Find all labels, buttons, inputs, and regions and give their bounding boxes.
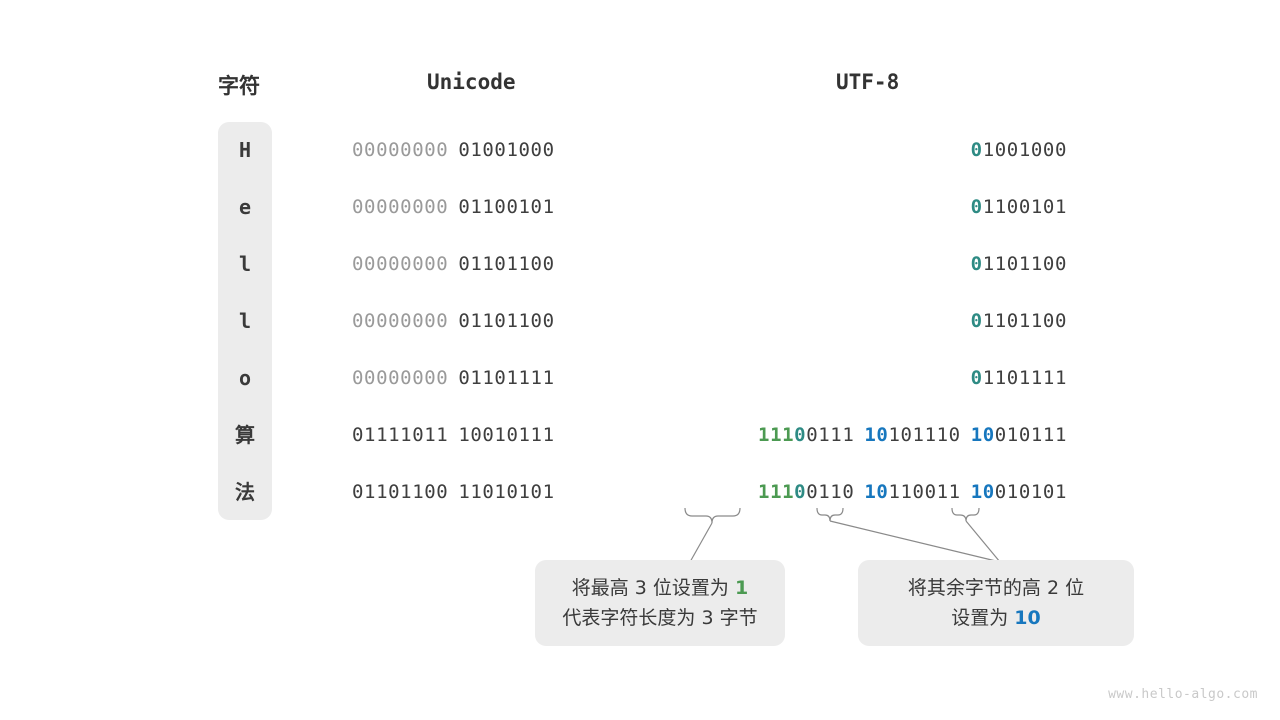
utf8-byte-payload: 010111 xyxy=(994,424,1067,446)
unicode-low-byte: 01001000 xyxy=(458,139,555,161)
unicode-low-byte: 11010101 xyxy=(458,481,555,503)
utf8-byte: 01001000 xyxy=(971,139,1067,161)
utf8-byte: 11100111 xyxy=(758,424,854,446)
unicode-bits: 01101100 11010101 xyxy=(352,480,555,504)
unicode-bits: 01111011 10010111 xyxy=(352,423,555,447)
unicode-high-byte: 00000000 xyxy=(352,139,449,161)
utf8-byte-marker: 0 xyxy=(970,253,983,275)
utf8-byte-marker: 111 xyxy=(758,481,795,503)
character-cell: o xyxy=(238,366,252,390)
annotation-text: 设置为 xyxy=(951,607,1015,629)
character-cell: 法 xyxy=(235,480,255,504)
utf8-byte-payload: 1101100 xyxy=(982,310,1067,332)
character-cell: l xyxy=(238,252,252,276)
utf8-byte: 01101111 xyxy=(971,367,1067,389)
unicode-low-byte: 01101111 xyxy=(458,367,555,389)
unicode-bits: 00000000 01100101 xyxy=(352,195,555,219)
column-header-character: 字符 xyxy=(218,74,260,98)
utf8-byte-marker: 10 xyxy=(970,424,995,446)
utf8-byte: 10110011 xyxy=(864,481,960,503)
utf8-byte-marker: 10 xyxy=(864,424,889,446)
utf8-byte-marker: 0 xyxy=(970,196,983,218)
utf8-byte: 10010101 xyxy=(971,481,1067,503)
annotation-line-2: 代表字符长度为 3 字节 xyxy=(562,603,757,633)
annotation-text: 将其余字节的高 2 位 xyxy=(907,577,1085,599)
annotation-line-1: 将最高 3 位设置为 1 xyxy=(572,573,748,603)
unicode-low-byte: 01101100 xyxy=(458,253,555,275)
utf8-byte-marker-tail: 0 xyxy=(794,424,807,446)
utf8-byte: 01101100 xyxy=(971,310,1067,332)
utf8-byte: 01101100 xyxy=(971,253,1067,275)
utf8-byte-payload: 1001000 xyxy=(982,139,1067,161)
unicode-low-byte: 01101100 xyxy=(458,310,555,332)
utf8-byte-payload: 0110 xyxy=(806,481,855,503)
unicode-high-byte: 01111011 xyxy=(352,424,449,446)
annotation-line-1: 将其余字节的高 2 位 xyxy=(908,573,1084,603)
utf8-byte-marker: 10 xyxy=(864,481,889,503)
annotation-box-continuation-bits: 将其余字节的高 2 位 设置为 10 xyxy=(858,560,1134,646)
character-cell: e xyxy=(238,195,252,219)
utf8-byte-marker: 0 xyxy=(970,310,983,332)
utf8-byte: 01100101 xyxy=(971,196,1067,218)
unicode-bits: 00000000 01001000 xyxy=(352,138,555,162)
utf8-bits: 01001000 xyxy=(971,138,1067,162)
annotation-box-leading-bits: 将最高 3 位设置为 1 代表字符长度为 3 字节 xyxy=(535,560,785,646)
utf8-bits: 01101111 xyxy=(971,366,1067,390)
unicode-high-byte: 01101100 xyxy=(352,481,449,503)
character-cell: l xyxy=(238,309,252,333)
unicode-high-byte: 00000000 xyxy=(352,310,449,332)
unicode-high-byte: 00000000 xyxy=(352,367,449,389)
character-cell: H xyxy=(238,138,252,162)
utf8-bits: 01101100 xyxy=(971,309,1067,333)
utf8-byte-payload: 101110 xyxy=(888,424,961,446)
unicode-low-byte: 01100101 xyxy=(458,196,555,218)
utf8-byte-payload: 110011 xyxy=(888,481,961,503)
column-header-unicode: Unicode xyxy=(427,70,516,94)
annotation-text: 代表字符长度为 3 字节 xyxy=(562,607,758,629)
utf8-byte: 11100110 xyxy=(758,481,854,503)
unicode-bits: 00000000 01101100 xyxy=(352,309,555,333)
utf8-byte-marker: 0 xyxy=(970,367,983,389)
utf8-byte: 10101110 xyxy=(864,424,960,446)
unicode-high-byte: 00000000 xyxy=(352,196,449,218)
utf8-byte-marker: 10 xyxy=(970,481,995,503)
site-watermark: www.hello-algo.com xyxy=(1108,687,1258,702)
utf8-byte-payload: 1101100 xyxy=(982,253,1067,275)
annotation-highlight: 10 xyxy=(1014,607,1041,629)
character-cell: 算 xyxy=(235,423,255,447)
utf8-byte-payload: 010101 xyxy=(994,481,1067,503)
column-header-utf8: UTF-8 xyxy=(836,70,900,94)
annotation-text: 将最高 3 位设置为 xyxy=(571,577,735,599)
unicode-low-byte: 10010111 xyxy=(458,424,555,446)
utf8-byte-marker-tail: 0 xyxy=(794,481,807,503)
unicode-bits: 00000000 01101100 xyxy=(352,252,555,276)
utf8-byte-payload: 1101111 xyxy=(982,367,1067,389)
utf8-byte-payload: 1100101 xyxy=(982,196,1067,218)
utf8-byte: 10010111 xyxy=(971,424,1067,446)
utf8-byte-marker: 0 xyxy=(970,139,983,161)
annotation-line-2: 设置为 10 xyxy=(951,603,1041,633)
utf8-byte-marker: 111 xyxy=(758,424,795,446)
annotation-highlight: 1 xyxy=(734,577,749,599)
unicode-bits: 00000000 01101111 xyxy=(352,366,555,390)
utf8-bits: 01101100 xyxy=(971,252,1067,276)
utf8-bits: 01100101 xyxy=(971,195,1067,219)
utf8-byte-payload: 0111 xyxy=(806,424,855,446)
unicode-high-byte: 00000000 xyxy=(352,253,449,275)
